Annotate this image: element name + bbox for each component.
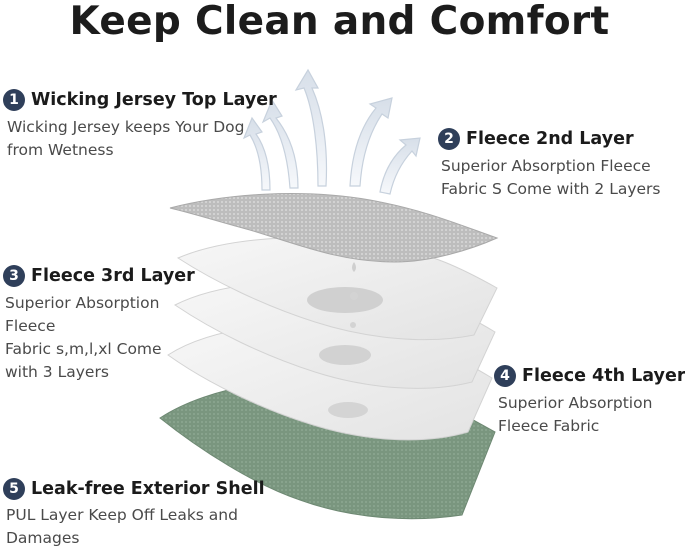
feature-exterior-shell: 5 Leak-free Exterior Shell PUL Layer Kee… xyxy=(3,477,265,550)
airflow-arrows xyxy=(242,68,421,195)
feature-heading: Fleece 4th Layer xyxy=(522,366,685,386)
page-title: Keep Clean and Comfort xyxy=(69,0,610,44)
number-badge: 5 xyxy=(3,478,25,500)
arrow-up-icon xyxy=(261,98,299,189)
stain-2 xyxy=(307,287,383,313)
feature-desc-line: Fleece xyxy=(5,317,56,335)
feature-desc-line: PUL Layer Keep Off Leaks and xyxy=(6,506,238,524)
number-badge: 3 xyxy=(3,265,25,287)
stain-4 xyxy=(328,402,368,418)
water-drop-icon xyxy=(352,262,356,272)
feature-desc-line: Superior Absorption xyxy=(5,294,160,312)
feature-heading: Leak-free Exterior Shell xyxy=(31,479,265,499)
feature-heading: Wicking Jersey Top Layer xyxy=(31,90,277,110)
feature-fleece-2nd: 2 Fleece 2nd Layer Superior Absorption F… xyxy=(438,127,660,201)
arrow-up-icon xyxy=(294,68,328,187)
feature-fleece-3rd: 3 Fleece 3rd Layer Superior Absorption F… xyxy=(3,264,195,384)
number-badge: 4 xyxy=(494,365,516,387)
feature-desc-line: Fabric s,m,l,xl Come xyxy=(5,340,162,358)
feature-desc-line: with 3 Layers xyxy=(5,363,109,381)
feature-wicking-jersey: 1 Wicking Jersey Top Layer Wicking Jerse… xyxy=(3,88,277,162)
number-badge: 2 xyxy=(438,128,460,150)
stain-3 xyxy=(319,345,371,365)
water-drop-icon xyxy=(350,292,358,300)
feature-desc-line: Fleece Fabric xyxy=(498,417,600,435)
arrow-up-icon xyxy=(349,97,393,187)
feature-desc-line: Fabric S Come with 2 Layers xyxy=(441,180,661,198)
feature-desc-line: from Wetness xyxy=(7,141,114,159)
feature-desc-line: Damages xyxy=(6,529,80,547)
feature-heading: Fleece 3rd Layer xyxy=(31,266,195,286)
number-badge: 1 xyxy=(3,89,25,111)
feature-heading: Fleece 2nd Layer xyxy=(466,129,634,149)
feature-fleece-4th: 4 Fleece 4th Layer Superior Absorption F… xyxy=(494,364,685,438)
feature-desc-line: Wicking Jersey keeps Your Dog xyxy=(7,118,245,136)
arrow-up-icon xyxy=(242,116,271,191)
arrow-up-icon xyxy=(379,137,421,195)
water-drop-icon xyxy=(350,322,356,328)
feature-desc-line: Superior Absorption Fleece xyxy=(441,157,651,175)
feature-desc-line: Superior Absorption xyxy=(498,394,653,412)
jersey-top-layer xyxy=(169,193,499,263)
